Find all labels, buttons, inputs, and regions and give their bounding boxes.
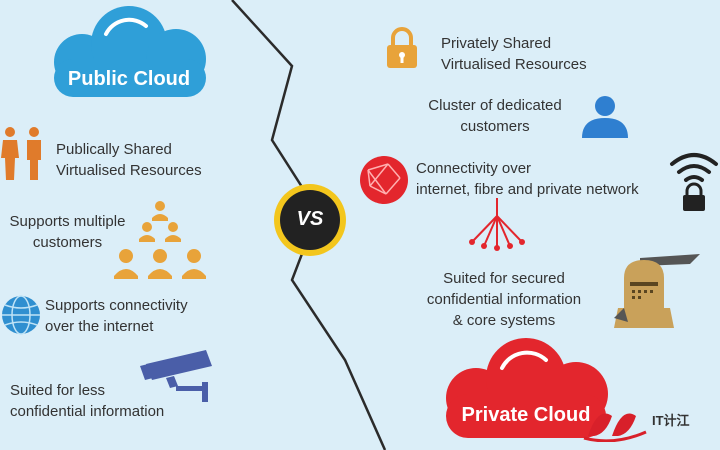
private-cloud-label: Private Cloud (461, 404, 591, 426)
public-cloud-icon (54, 6, 206, 97)
network-globe-icon (360, 156, 408, 204)
public-item-1-line-2: Virtualised Resources (56, 162, 202, 179)
globe-icon (2, 295, 40, 335)
private-item-2: Cluster of dedicated customers (400, 95, 590, 137)
public-item-4: Suited for less confidential information (10, 380, 164, 422)
public-cloud: Public Cloud (34, 4, 224, 104)
private-item-3-line-2: internet, fibre and private network (416, 181, 639, 198)
private-item-4-line-3: & core systems (452, 312, 556, 329)
private-item-4-line-2: confidential information (426, 291, 582, 308)
public-cloud-label: Public Cloud (67, 68, 191, 90)
public-item-2-line-1: Supports multiple (9, 213, 126, 230)
lock-icon (387, 27, 417, 68)
public-item-2: Supports multiple customers (0, 211, 135, 253)
group-icon (114, 201, 206, 279)
private-item-1: Privately Shared Virtualised Resources (441, 33, 587, 75)
people-icon (1, 127, 41, 180)
watermark-logo (583, 413, 647, 442)
public-item-4-line-2: confidential information (10, 403, 165, 420)
private-item-3: Connectivity over internet, fibre and pr… (416, 158, 639, 200)
private-item-2-line-1: Cluster of dedicated (428, 97, 562, 114)
knight-icon (614, 254, 700, 328)
public-item-1-line-1: Publically Shared (56, 141, 172, 158)
user-icon (582, 96, 628, 138)
public-item-1: Publically Shared Virtualised Resources (56, 139, 202, 181)
private-item-2-line-2: customers (460, 118, 530, 135)
fibre-icon (469, 198, 525, 251)
vs-badge (274, 184, 346, 256)
watermark-text: IT计江 (652, 413, 690, 428)
public-item-3-line-1: Supports connectivity (45, 297, 188, 314)
private-item-3-line-1: Connectivity over (416, 160, 532, 177)
private-cloud: Private Cloud (428, 334, 624, 442)
public-item-4-line-1: Suited for less (10, 382, 106, 399)
private-cloud-icon (446, 338, 608, 438)
camera-icon (140, 350, 212, 402)
private-item-4-line-1: Suited for secured (443, 270, 565, 287)
vs-label: VS (296, 208, 324, 230)
public-item-3-line-2: over the internet (45, 318, 154, 335)
public-item-2-line-2: customers (32, 234, 103, 251)
private-item-1-line-2: Virtualised Resources (441, 56, 587, 73)
private-item-4: Suited for secured confidential informat… (404, 268, 604, 331)
wifi-lock-icon (670, 153, 718, 211)
private-item-1-line-1: Privately Shared (441, 35, 552, 52)
public-item-3: Supports connectivity over the internet (45, 295, 188, 337)
